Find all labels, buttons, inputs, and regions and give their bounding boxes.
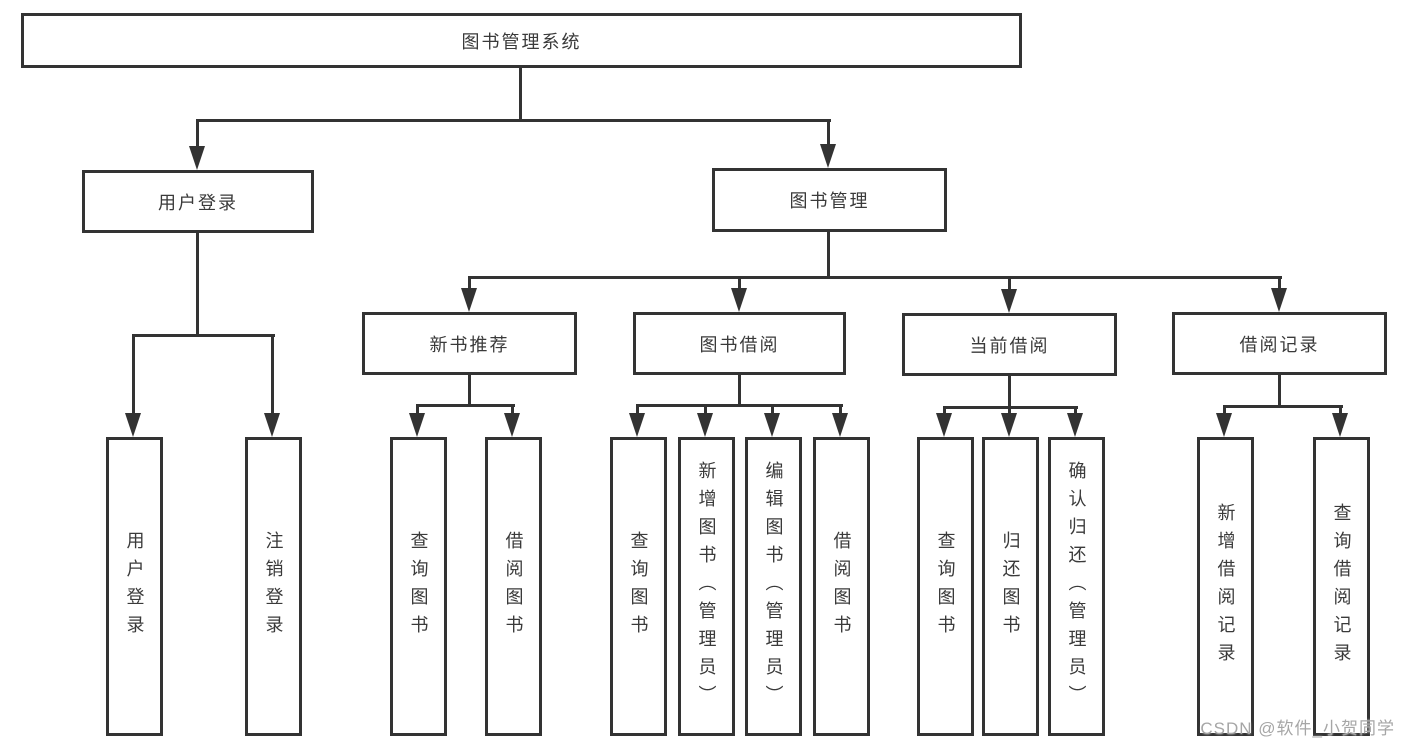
node-book-management: 图书管理	[712, 168, 947, 232]
csdn-watermark: CSDN @软件_小贺同学	[1200, 719, 1395, 738]
leaf-borrow-books-recommend-label: 借阅图书	[503, 530, 524, 643]
node-new-book-recommend: 新书推荐	[362, 312, 577, 375]
node-book-management-label: 图书管理	[789, 191, 870, 211]
leaf-query-books-current: 查询图书	[917, 437, 974, 736]
arrow-to-user-login	[189, 120, 206, 170]
leaf-query-books-recommend-label: 查询图书	[408, 530, 429, 643]
node-borrowing-records-label: 借阅记录	[1239, 334, 1320, 355]
arrow-to-leaf-borrow-books-recommend	[504, 405, 521, 437]
arrow-to-book-borrowing	[731, 277, 748, 312]
node-current-borrowing-label: 当前借阅	[969, 335, 1050, 356]
arrow-to-leaf-borrow-books-borrowing	[832, 405, 849, 437]
connector-user-login-rail	[132, 334, 275, 337]
connector-new-book-recommend-stem	[468, 375, 471, 406]
arrow-to-borrowing-records	[1271, 277, 1288, 312]
leaf-logout-label: 注销登录	[263, 530, 284, 643]
leaf-return-books: 归还图书	[982, 437, 1039, 736]
connector-book-borrowing-stem	[738, 375, 741, 406]
leaf-edit-books-admin: 编辑图书（管理员）	[745, 437, 802, 736]
node-current-borrowing: 当前借阅	[902, 313, 1117, 376]
arrow-to-leaf-return-books	[1001, 407, 1018, 437]
node-new-book-recommend-label: 新书推荐	[429, 334, 510, 355]
arrow-to-new-book-recommend	[461, 277, 478, 312]
leaf-add-borrow-record: 新增借阅记录	[1197, 437, 1254, 736]
arrow-to-leaf-query-books-current	[936, 407, 953, 437]
connector-root-stem	[519, 68, 522, 120]
arrow-to-leaf-add-borrow-record	[1216, 406, 1233, 437]
arrow-to-current-borrowing	[1001, 277, 1018, 313]
arrow-to-leaf-add-books-admin	[697, 405, 714, 437]
arrow-to-leaf-user-login	[125, 335, 142, 437]
arrow-to-leaf-confirm-return-admin	[1067, 407, 1084, 437]
leaf-add-books-admin: 新增图书（管理员）	[678, 437, 735, 736]
leaf-confirm-return-admin: 确认归还（管理员）	[1048, 437, 1105, 736]
arrow-to-leaf-query-books-borrowing	[629, 405, 646, 437]
leaf-query-books-borrowing-label: 查询图书	[628, 530, 649, 643]
connector-current-borrowing-stem	[1008, 376, 1011, 408]
leaf-user-login-label: 用户登录	[124, 530, 145, 643]
leaf-query-books-recommend: 查询图书	[390, 437, 447, 736]
leaf-query-borrow-record: 查询借阅记录	[1313, 437, 1370, 736]
arrow-to-book-management	[820, 120, 837, 168]
arrow-to-leaf-query-books-recommend	[409, 405, 426, 437]
node-user-login: 用户登录	[82, 170, 314, 233]
leaf-borrow-books-borrowing-label: 借阅图书	[831, 530, 852, 643]
connector-new-book-recommend-rail	[416, 404, 515, 407]
leaf-add-books-admin-label: 新增图书（管理员）	[696, 460, 717, 713]
leaf-query-borrow-record-label: 查询借阅记录	[1331, 502, 1352, 671]
connector-root-rail	[196, 119, 831, 122]
leaf-confirm-return-admin-label: 确认归还（管理员）	[1066, 460, 1087, 713]
arrow-to-leaf-query-borrow-record	[1332, 406, 1349, 437]
leaf-edit-books-admin-label: 编辑图书（管理员）	[763, 460, 784, 713]
leaf-return-books-label: 归还图书	[1000, 530, 1021, 643]
leaf-query-books-current-label: 查询图书	[935, 530, 956, 643]
node-root-label: 图书管理系统	[461, 31, 582, 52]
connector-borrowing-records-stem	[1278, 375, 1281, 407]
node-book-borrowing-label: 图书借阅	[699, 334, 780, 355]
node-root: 图书管理系统	[21, 13, 1022, 68]
connector-book-management-stem	[827, 232, 830, 277]
connector-borrowing-records-rail	[1223, 405, 1343, 408]
node-book-borrowing: 图书借阅	[633, 312, 846, 375]
arrow-to-leaf-edit-books-admin	[764, 405, 781, 437]
leaf-logout: 注销登录	[245, 437, 302, 736]
leaf-user-login: 用户登录	[106, 437, 163, 736]
arrow-to-leaf-logout	[264, 335, 281, 437]
connector-user-login-stem	[196, 233, 199, 335]
leaf-borrow-books-recommend: 借阅图书	[485, 437, 542, 736]
leaf-borrow-books-borrowing: 借阅图书	[813, 437, 870, 736]
node-user-login-label: 用户登录	[158, 192, 238, 213]
leaf-query-books-borrowing: 查询图书	[610, 437, 667, 736]
node-borrowing-records: 借阅记录	[1172, 312, 1387, 375]
connector-book-borrowing-rail	[636, 404, 843, 407]
leaf-add-borrow-record-label: 新增借阅记录	[1215, 502, 1236, 671]
connector-book-management-rail	[468, 276, 1282, 279]
